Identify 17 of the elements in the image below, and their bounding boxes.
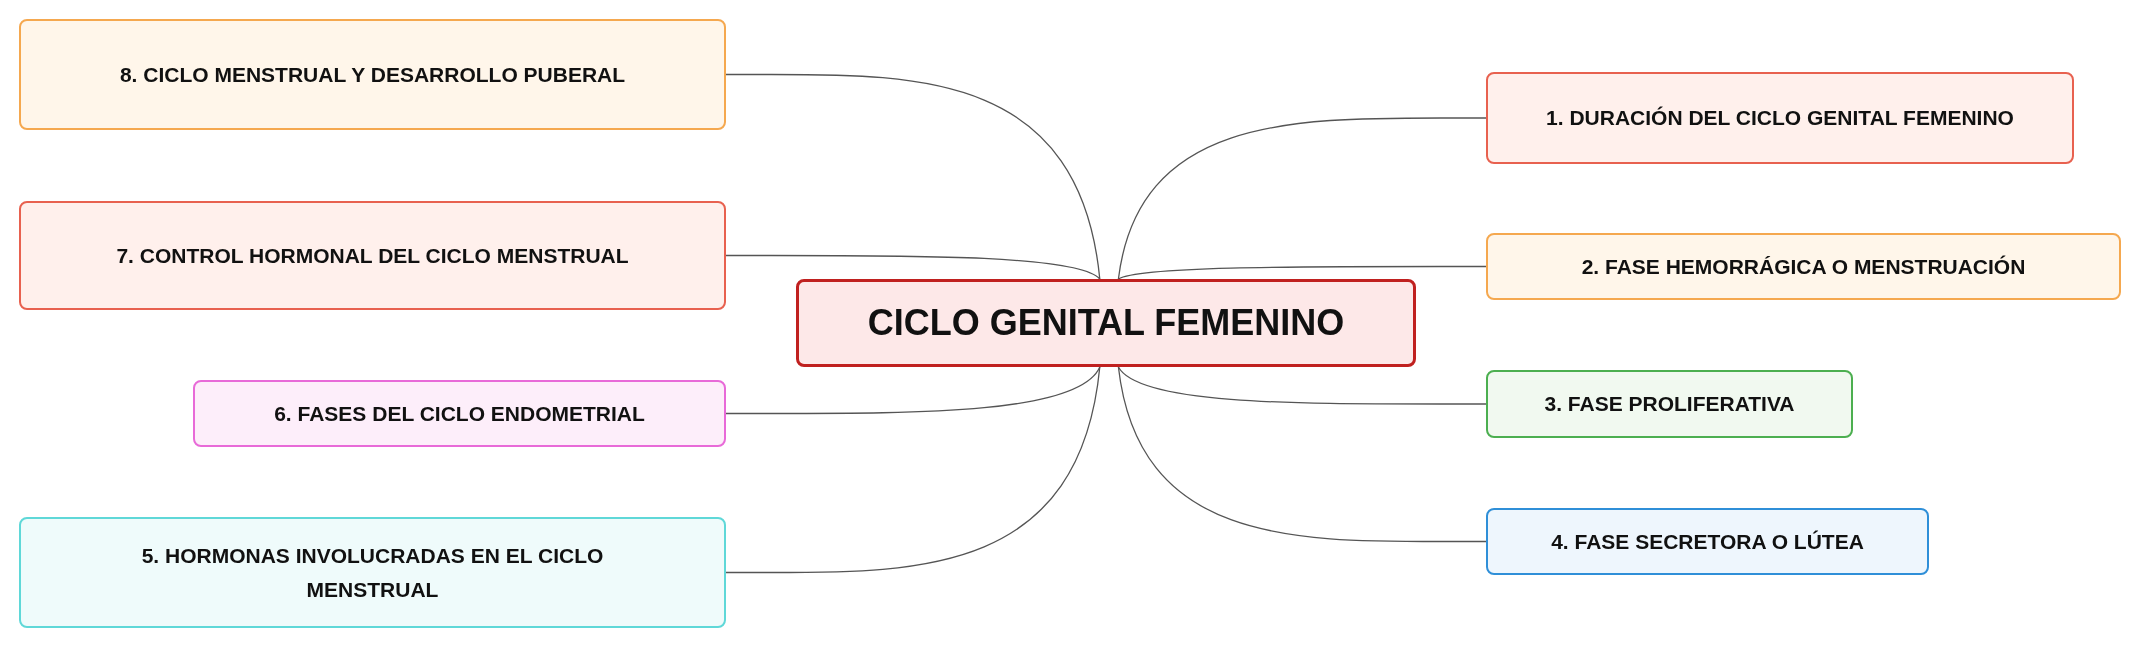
connector-line	[1117, 265, 1487, 280]
connector-line	[725, 73, 1101, 280]
connector-line	[1117, 366, 1487, 405]
topic-box: 1. DURACIÓN DEL CICLO GENITAL FEMENINO	[1486, 72, 2074, 164]
central-topic-box: CICLO GENITAL FEMENINO	[796, 279, 1416, 367]
connector-line	[1117, 366, 1487, 543]
connector-line	[725, 366, 1101, 574]
connector-line	[725, 254, 1101, 280]
topic-box: 6. FASES DEL CICLO ENDOMETRIAL	[193, 380, 726, 447]
topic-box: 2. FASE HEMORRÁGICA O MENSTRUACIÓN	[1486, 233, 2121, 300]
connector-line	[725, 366, 1101, 415]
topic-box: 5. HORMONAS INVOLUCRADAS EN EL CICLO MENSTRUAL	[19, 517, 726, 628]
topic-box: 4. FASE SECRETORA O LÚTEA	[1486, 508, 1929, 575]
topic-box: 3. FASE PROLIFERATIVA	[1486, 370, 1853, 438]
connector-line	[1117, 117, 1487, 280]
topic-box: 7. CONTROL HORMONAL DEL CICLO MENSTRUAL	[19, 201, 726, 310]
topic-box: 8. CICLO MENSTRUAL Y DESARROLLO PUBERAL	[19, 19, 726, 130]
